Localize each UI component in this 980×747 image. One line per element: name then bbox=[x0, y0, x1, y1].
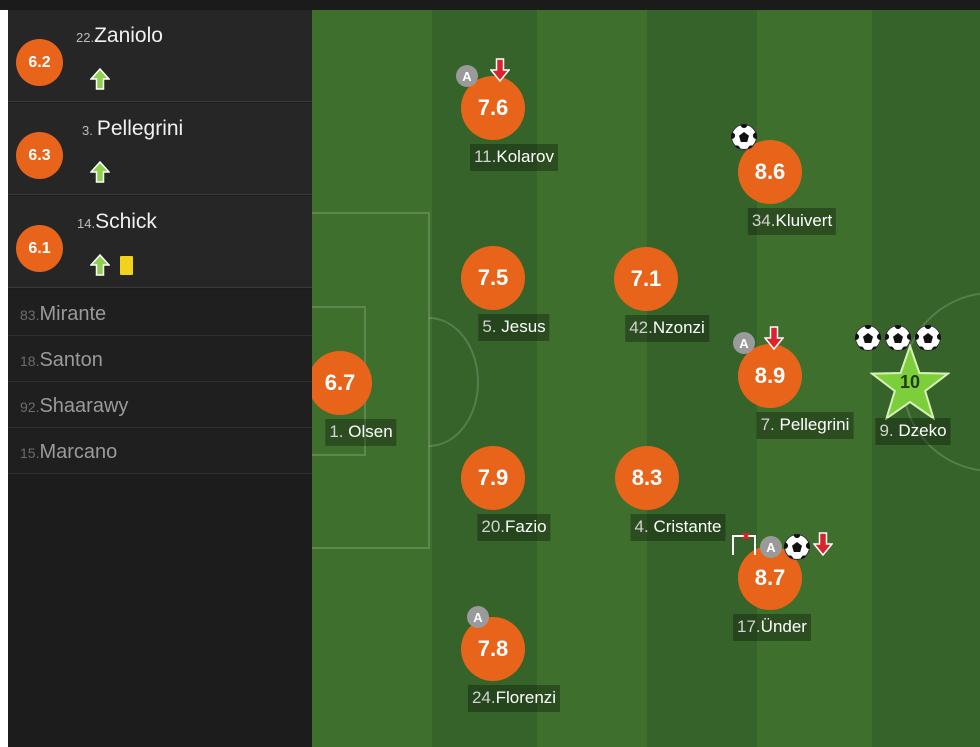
substitute-event-icons bbox=[90, 68, 110, 90]
sub-out-arrow-icon bbox=[490, 58, 510, 82]
man-of-the-match-star-icon bbox=[870, 344, 950, 420]
player-number: 1. bbox=[329, 422, 344, 441]
pitch: 6.7 1. Olsen 7.6 11.Kolarov A 7.5 5. Jes… bbox=[312, 10, 980, 747]
bench-panel: 6.2 22.Zaniolo 6.3 3.Pellegrini 6.1 14.S… bbox=[8, 10, 312, 747]
player-rating: 8.6 bbox=[738, 140, 802, 204]
player-name: Fazio bbox=[505, 517, 547, 536]
sub-in-arrow-icon bbox=[90, 254, 110, 276]
player-name-label: 7. Pellegrini bbox=[756, 412, 854, 439]
substitute-number: 22. bbox=[76, 30, 95, 45]
player-rating: 7.6 bbox=[461, 76, 525, 140]
player-number: 11. bbox=[473, 147, 497, 166]
substitute-name: 3.Pellegrini bbox=[82, 117, 183, 141]
player-number: 24. bbox=[471, 688, 496, 707]
sub-in-arrow-icon bbox=[90, 161, 110, 183]
goal-ball-icon bbox=[731, 124, 757, 150]
assist-badge-icon: A bbox=[733, 332, 755, 354]
player-name: Jesus bbox=[501, 317, 546, 336]
player-name-label: 20.Fazio bbox=[477, 514, 551, 541]
unused-name: Shaarawy bbox=[39, 395, 129, 417]
unused-substitute-row[interactable]: 15.Marcano bbox=[8, 428, 312, 474]
player-number: 17. bbox=[737, 617, 761, 636]
player-name-label: 34.Kluivert bbox=[747, 208, 837, 235]
player-number: 34. bbox=[751, 211, 776, 230]
player-number: 20. bbox=[481, 517, 506, 536]
substitute-event-icons bbox=[90, 254, 133, 276]
substitute-name: 22.Zaniolo bbox=[76, 24, 163, 48]
pitch-stripe bbox=[537, 10, 647, 747]
player-number: 4. bbox=[634, 517, 649, 536]
player-rating: 6.7 bbox=[312, 351, 372, 415]
player-rating: 7.9 bbox=[461, 446, 525, 510]
player-name: Olsen bbox=[348, 422, 393, 441]
player-name-label: 42.Nzonzi bbox=[625, 315, 709, 342]
substitute-rating: 6.1 bbox=[16, 225, 63, 272]
player-rating: 7.1 bbox=[614, 247, 678, 311]
substitute-row-pellegrini[interactable]: 6.3 3.Pellegrini bbox=[8, 103, 312, 195]
sub-out-arrow-icon bbox=[764, 326, 784, 350]
substitute-rating: 6.2 bbox=[16, 39, 63, 86]
unused-name: Santon bbox=[39, 349, 103, 371]
player-name-label: 5. Jesus bbox=[478, 314, 550, 341]
substitute-row-schick[interactable]: 6.1 14.Schick bbox=[8, 196, 312, 288]
player-name: Ünder bbox=[760, 617, 807, 636]
substitute-name-text: Schick bbox=[95, 210, 157, 233]
player-name-label: 9. Dzeko bbox=[875, 418, 951, 445]
top-border bbox=[0, 0, 980, 10]
sub-in-arrow-icon bbox=[90, 68, 110, 90]
substitute-row-zaniolo[interactable]: 6.2 22.Zaniolo bbox=[8, 10, 312, 102]
player-name: Nzonzi bbox=[652, 318, 705, 337]
player-name: Florenzi bbox=[495, 688, 557, 707]
goal-ball-icon bbox=[915, 325, 941, 351]
player-name-label: 11.Kolarov bbox=[469, 144, 559, 171]
unused-number: 18. bbox=[20, 353, 40, 369]
substitute-name: 14.Schick bbox=[77, 210, 157, 234]
player-name-label: 24.Florenzi bbox=[467, 685, 561, 712]
substitute-rating: 6.3 bbox=[16, 132, 63, 179]
assist-badge-icon: A bbox=[456, 65, 478, 87]
goal-ball-icon bbox=[784, 534, 810, 560]
substitute-number: 14. bbox=[77, 216, 96, 231]
unused-substitute-row[interactable]: 92.Shaarawy bbox=[8, 382, 312, 428]
unused-number: 83. bbox=[20, 307, 40, 323]
assist-badge-icon: A bbox=[467, 606, 489, 628]
player-number: 5. bbox=[482, 317, 497, 336]
player-rating: 8.9 bbox=[738, 344, 802, 408]
player-name: Cristante bbox=[653, 517, 722, 536]
assist-badge-icon: A bbox=[760, 536, 782, 558]
sub-out-arrow-icon bbox=[813, 532, 833, 556]
player-name-label: 17.Ünder bbox=[733, 614, 811, 641]
unused-substitute-row[interactable]: 18.Santon bbox=[8, 336, 312, 382]
player-number: 7. bbox=[760, 415, 775, 434]
player-number: 9. bbox=[879, 421, 894, 440]
unused-name: Marcano bbox=[39, 441, 118, 463]
unused-number: 92. bbox=[20, 399, 40, 415]
player-name: Pellegrini bbox=[779, 415, 850, 434]
player-rating: 8.3 bbox=[615, 446, 679, 510]
player-rating: 7.8 bbox=[461, 617, 525, 681]
yellow-card-icon bbox=[120, 255, 133, 275]
substitute-name-text: Zaniolo bbox=[94, 24, 163, 47]
player-rating: 10 bbox=[899, 372, 921, 392]
substitute-event-icons bbox=[90, 161, 110, 183]
player-name-label: 4. Cristante bbox=[630, 514, 726, 541]
player-name: Kolarov bbox=[496, 147, 555, 166]
player-rating: 7.5 bbox=[461, 246, 525, 310]
goal-ball-icon bbox=[855, 325, 881, 351]
unused-substitute-row[interactable]: 83.Mirante bbox=[8, 290, 312, 336]
unused-name: Mirante bbox=[39, 303, 107, 325]
substitute-name-text: Pellegrini bbox=[96, 117, 184, 140]
player-name: Dzeko bbox=[898, 421, 947, 440]
left-edge bbox=[0, 10, 8, 747]
substitute-number: 3. bbox=[82, 123, 93, 138]
player-number: 42. bbox=[629, 318, 653, 337]
player-name-label: 1. Olsen bbox=[325, 419, 397, 446]
woodwork-icon bbox=[732, 532, 756, 555]
player-name: Kluivert bbox=[775, 211, 833, 230]
goal-ball-icon bbox=[885, 325, 911, 351]
unused-number: 15. bbox=[20, 445, 40, 461]
